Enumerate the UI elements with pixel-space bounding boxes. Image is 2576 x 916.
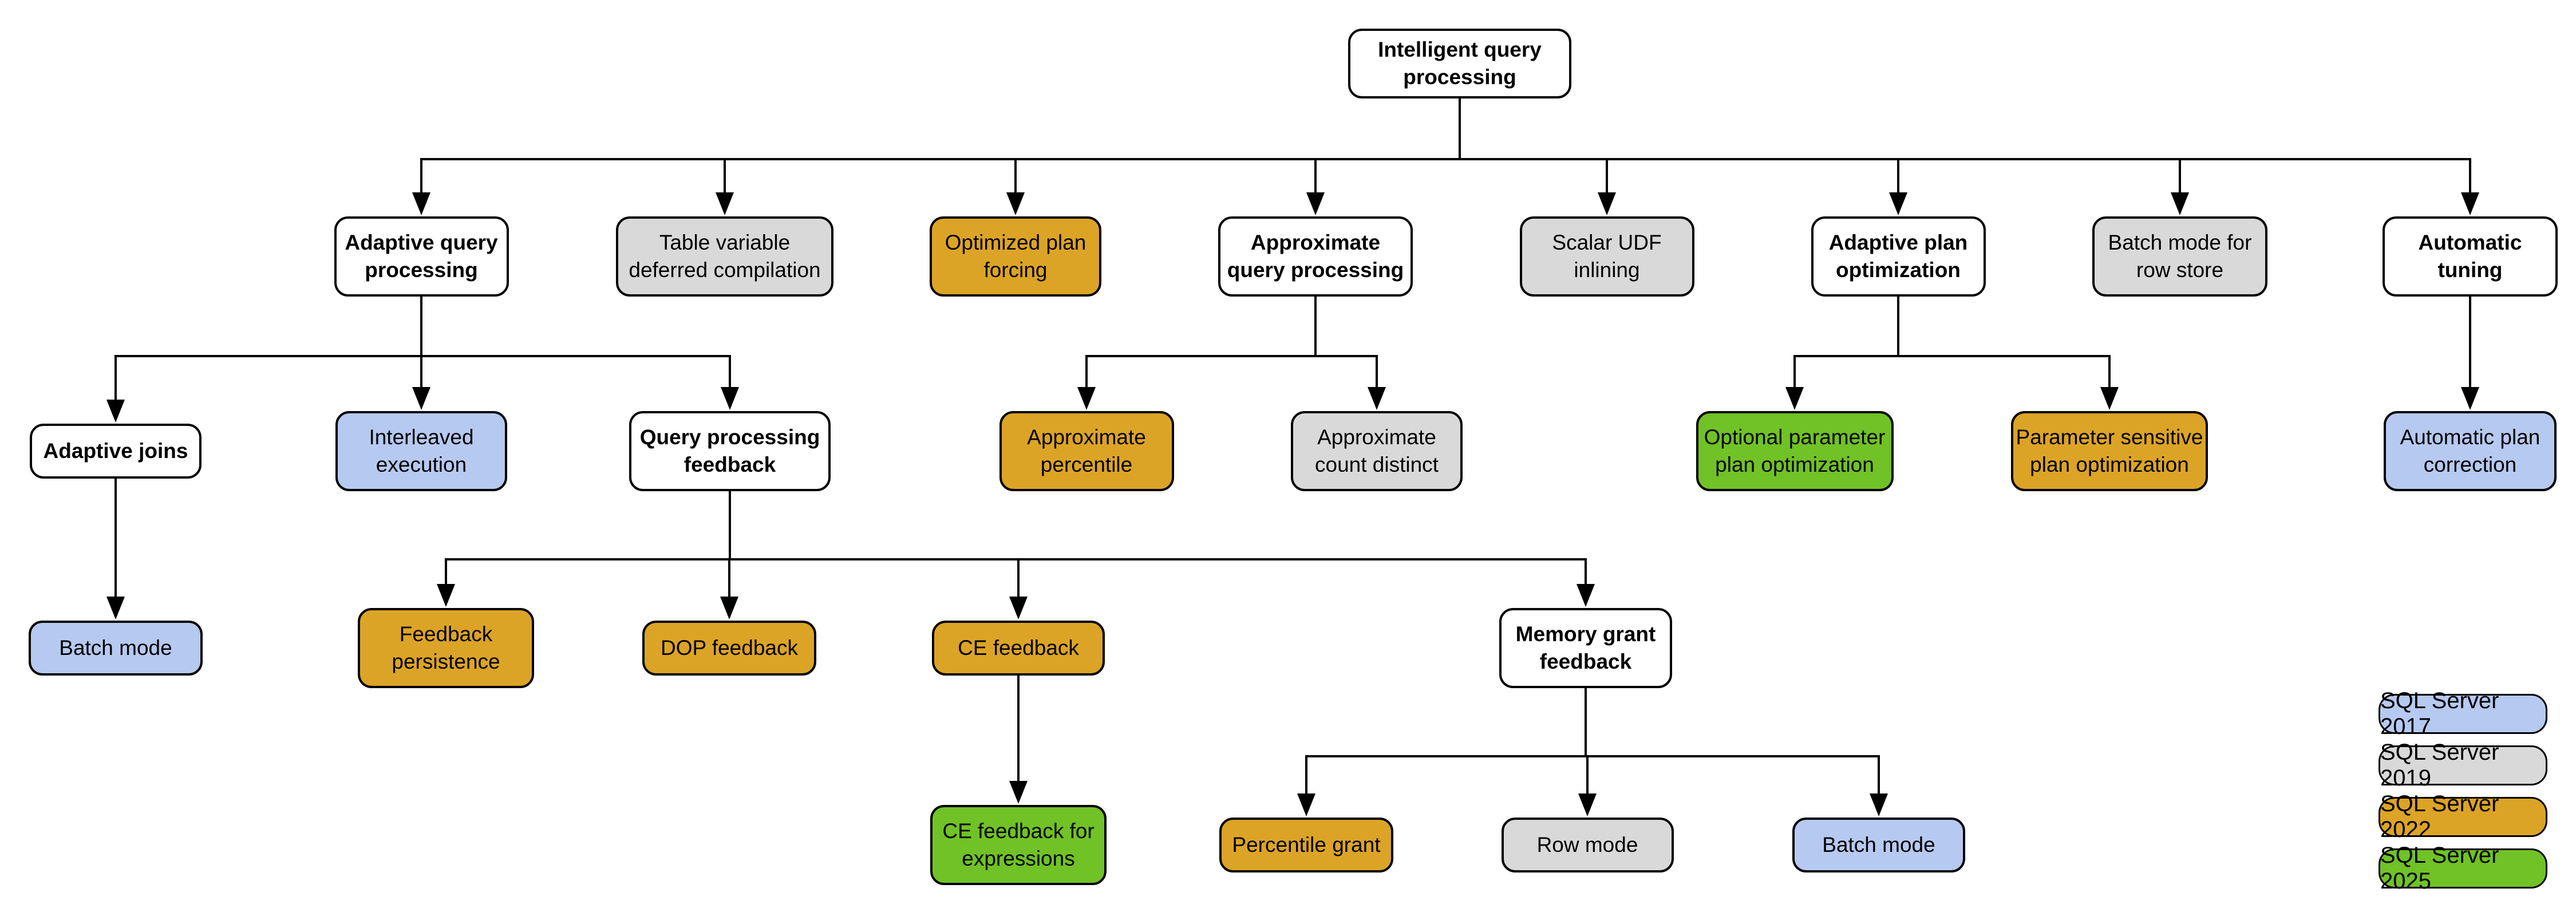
node-optional-parameter-plan-optimization: Optional parameter plan optimization	[1696, 411, 1894, 491]
edge-memory-grant-feedback-to-percentile-grant-arrowhead	[1297, 793, 1315, 816]
node-adaptive-query-processing: Adaptive query processing	[334, 216, 509, 297]
node-automatic-plan-correction: Automatic plan correction	[2384, 411, 2557, 491]
node-dop-feedback: DOP feedback	[642, 621, 816, 676]
edge-automatic-tuning-to-automatic-plan-correction-arrowhead	[2461, 387, 2479, 410]
edge-intelligent-query-processing-to-optimized-plan-forcing-arrowhead	[1006, 192, 1025, 215]
edge-adaptive-query-processing-to-query-processing-feedback-arrowhead	[721, 387, 739, 410]
edge-memory-grant-feedback-to-batch-mode-memory-grant-arrowhead	[1870, 793, 1888, 816]
node-scalar-udf-inlining: Scalar UDF inlining	[1519, 216, 1694, 297]
edge-intelligent-query-processing-to-adaptive-query-processing-arrowhead	[412, 192, 430, 215]
edge-memory-grant-feedback-to-row-mode-arrowhead	[1578, 793, 1597, 816]
node-adaptive-joins: Adaptive joins	[30, 424, 202, 479]
legend-item-sql-server-2022: SQL Server 2022	[2379, 791, 2547, 842]
node-percentile-grant: Percentile grant	[1219, 818, 1393, 872]
node-batch-mode-adaptive-joins: Batch mode	[29, 621, 203, 676]
edge-ce-feedback-to-ce-feedback-for-expressions-arrowhead	[1009, 781, 1028, 804]
node-ce-feedback: CE feedback	[932, 621, 1105, 676]
node-batch-mode-memory-grant: Batch mode	[1792, 818, 1965, 872]
node-row-mode: Row mode	[1501, 818, 1674, 872]
edge-query-processing-feedback-to-feedback-persistence-arrowhead	[437, 584, 455, 607]
legend-item-sql-server-2025: SQL Server 2025	[2379, 843, 2547, 894]
legend-item-sql-server-2017: SQL Server 2017	[2379, 688, 2547, 739]
node-intelligent-query-processing: Intelligent query processing	[1348, 29, 1571, 98]
node-batch-mode-for-row-store: Batch mode for row store	[2092, 216, 2267, 297]
node-interleaved-execution: Interleaved execution	[335, 411, 507, 491]
edge-adaptive-plan-optimization-to-optional-parameter-plan-optimization-arrowhead	[1785, 387, 1804, 410]
edge-intelligent-query-processing-to-table-variable-deferred-compilation-arrowhead	[716, 192, 734, 215]
edge-intelligent-query-processing-to-scalar-udf-inlining-arrowhead	[1598, 192, 1616, 215]
edge-intelligent-query-processing-to-batch-mode-for-row-store-arrowhead	[2171, 192, 2189, 215]
node-approximate-percentile: Approximate percentile	[999, 411, 1174, 491]
node-automatic-tuning: Automatic tuning	[2383, 216, 2558, 297]
edge-adaptive-query-processing-to-interleaved-execution-arrowhead	[412, 387, 430, 410]
edge-adaptive-query-processing-to-adaptive-joins-arrowhead	[106, 400, 125, 423]
node-approximate-count-distinct: Approximate count distinct	[1291, 411, 1463, 491]
edge-intelligent-query-processing-to-automatic-tuning-arrowhead	[2461, 192, 2479, 215]
edge-query-processing-feedback-to-memory-grant-feedback-arrowhead	[1577, 584, 1595, 607]
node-parameter-sensitive-plan-optimization: Parameter sensitive plan optimization	[2011, 411, 2208, 491]
edge-approximate-query-processing-to-approximate-percentile-arrowhead	[1077, 387, 1096, 410]
node-ce-feedback-for-expressions: CE feedback for expressions	[930, 805, 1107, 885]
edge-intelligent-query-processing-to-approximate-query-processing-arrowhead	[1306, 192, 1325, 215]
edge-adaptive-plan-optimization-to-parameter-sensitive-plan-optimization-arrowhead	[2100, 387, 2119, 410]
node-table-variable-deferred-compilation: Table variable deferred compilation	[616, 216, 833, 297]
edge-adaptive-joins-to-batch-mode-adaptive-joins-arrowhead	[106, 597, 125, 619]
legend-item-sql-server-2019: SQL Server 2019	[2379, 740, 2547, 791]
node-query-processing-feedback: Query processing feedback	[629, 411, 831, 491]
node-approximate-query-processing: Approximate query processing	[1218, 216, 1413, 297]
node-optimized-plan-forcing: Optimized plan forcing	[930, 216, 1101, 297]
edge-query-processing-feedback-to-dop-feedback-arrowhead	[720, 597, 738, 619]
node-memory-grant-feedback: Memory grant feedback	[1499, 608, 1672, 688]
node-adaptive-plan-optimization: Adaptive plan optimization	[1811, 216, 1986, 297]
edge-approximate-query-processing-to-approximate-count-distinct-arrowhead	[1368, 387, 1386, 410]
node-feedback-persistence: Feedback persistence	[358, 608, 534, 688]
edge-query-processing-feedback-to-ce-feedback-arrowhead	[1009, 597, 1028, 619]
edge-intelligent-query-processing-to-adaptive-plan-optimization-arrowhead	[1889, 192, 1907, 215]
